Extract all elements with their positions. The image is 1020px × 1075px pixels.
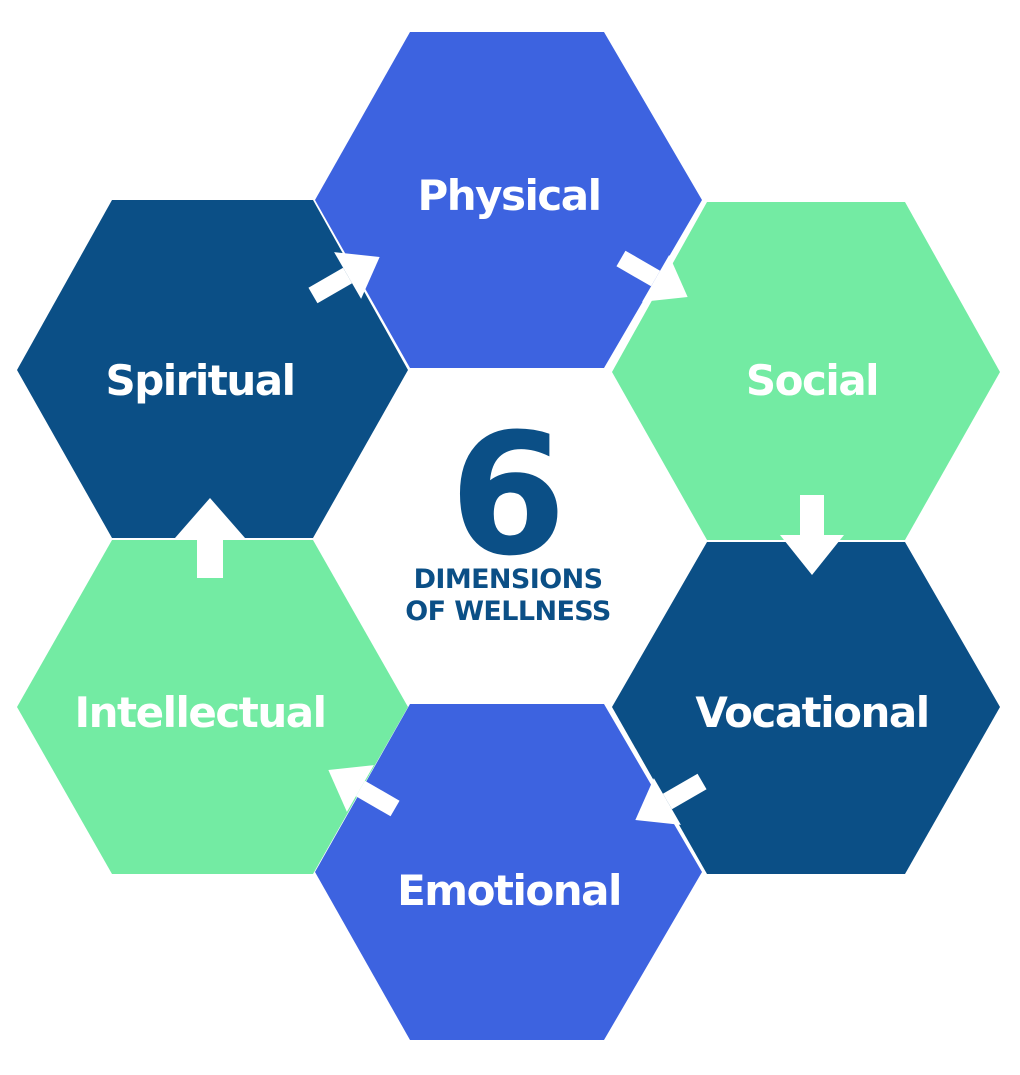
label-vocational: Vocational bbox=[695, 688, 928, 737]
arrow-social-to-vocational bbox=[780, 495, 844, 575]
hexagon-intellectual bbox=[17, 540, 408, 874]
hexagon-physical bbox=[315, 32, 702, 368]
label-intellectual: Intellectual bbox=[75, 688, 326, 737]
label-social: Social bbox=[746, 356, 878, 405]
hexagon-vocational bbox=[612, 542, 1000, 874]
arrow-emotional-to-intellectual bbox=[328, 765, 400, 817]
hexagon-social bbox=[612, 202, 1000, 540]
label-emotional: Emotional bbox=[397, 866, 621, 915]
hexagon-emotional bbox=[315, 704, 702, 1040]
arrow-intellectual-to-spiritual bbox=[175, 498, 245, 578]
center-number: 6 bbox=[450, 397, 567, 593]
arrow-spiritual-to-physical bbox=[308, 252, 380, 304]
label-physical: Physical bbox=[417, 171, 600, 220]
center-subtitle-line2: OF WELLNESS bbox=[405, 596, 611, 627]
arrow-vocational-to-emotional bbox=[635, 773, 707, 825]
arrow-physical-to-social bbox=[616, 250, 688, 302]
center-subtitle-line1: DIMENSIONS bbox=[414, 564, 603, 595]
hexagon-spiritual bbox=[17, 200, 408, 538]
label-spiritual: Spiritual bbox=[105, 356, 294, 405]
